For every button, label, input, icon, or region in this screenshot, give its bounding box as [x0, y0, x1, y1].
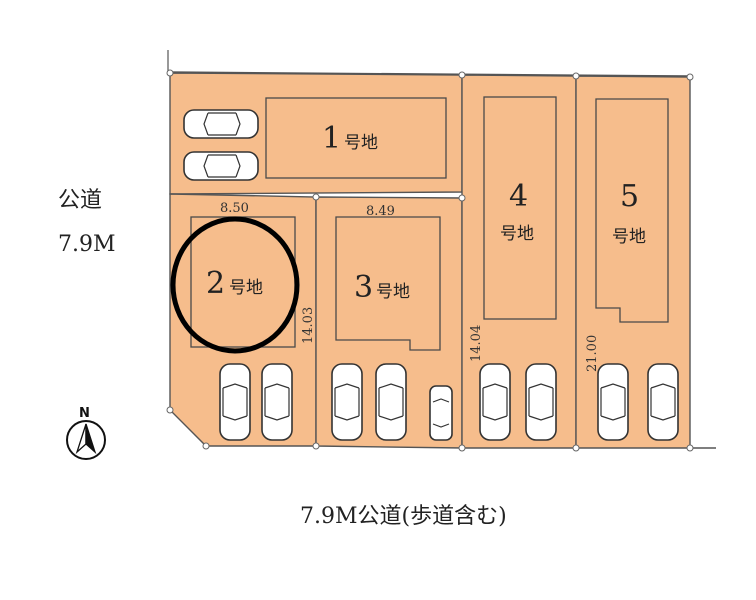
- lot-3-width-dimension: 8.49: [366, 204, 395, 219]
- car-icon: [219, 363, 251, 441]
- car-icon: [597, 363, 629, 441]
- north-label: N: [79, 406, 90, 421]
- lot-5-depth-dimension: 21.00: [585, 335, 600, 372]
- lot-2-depth-dimension: 14.03: [301, 307, 316, 344]
- lot-5-suffix: 号地: [612, 227, 646, 247]
- lot-3-building: [335, 216, 441, 351]
- lot-2-highlight-circle: [170, 216, 300, 354]
- car-icon: [375, 363, 407, 441]
- car-icon: [331, 363, 363, 441]
- car-icon: [647, 363, 679, 441]
- car-icon: [183, 151, 259, 181]
- lot-2-suffix: 号地: [229, 278, 263, 298]
- south-road-label: 7.9M公道(歩道含む): [300, 504, 507, 529]
- lot-4-number: 4: [509, 179, 528, 214]
- lot-1-number: 1: [322, 121, 341, 156]
- west-road-width: 7.9M: [58, 232, 116, 257]
- small-car-icon: [429, 385, 453, 441]
- car-icon: [183, 109, 259, 139]
- car-icon: [479, 363, 511, 441]
- lot-5[interactable]: 5 号地: [575, 75, 691, 449]
- lot-3-suffix: 号地: [376, 282, 410, 302]
- lot-4-building: [483, 96, 557, 320]
- lot-3-number: 3: [354, 270, 373, 305]
- north-arrow-icon: N: [66, 406, 106, 460]
- parking-cars: [183, 109, 679, 441]
- lot-5-building: [595, 98, 669, 323]
- lot-4[interactable]: 4 号地: [461, 74, 577, 449]
- lot-1-building: [265, 97, 447, 179]
- lot-1-suffix: 号地: [344, 133, 378, 153]
- lot-4-suffix: 号地: [500, 224, 534, 244]
- west-road-label: 公道: [58, 188, 102, 213]
- car-icon: [525, 363, 557, 441]
- lot-5-number: 5: [620, 179, 639, 214]
- lot-4-depth-dimension: 14.04: [469, 325, 484, 362]
- car-icon: [261, 363, 293, 441]
- boundary-markers: [166, 69, 694, 452]
- lot-2-number: 2: [206, 266, 225, 301]
- lot-2-width-dimension: 8.50: [220, 201, 249, 216]
